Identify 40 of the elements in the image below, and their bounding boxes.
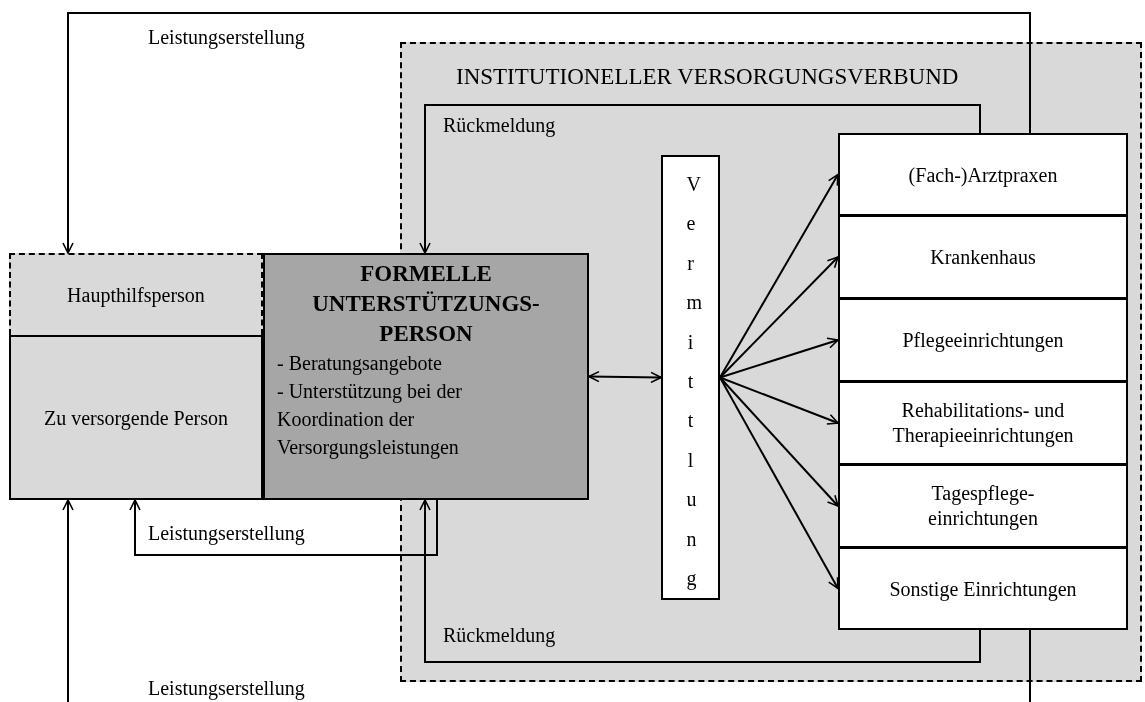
box-label: Pflegeeinrichtungen bbox=[902, 328, 1064, 354]
arrow bbox=[419, 104, 981, 254]
arrow bbox=[419, 499, 981, 663]
arrow bbox=[588, 370, 662, 384]
edge-label: Leistungserstellung bbox=[148, 676, 305, 702]
arrow bbox=[62, 12, 1031, 254]
bullet-text: - Beratungsangebote bbox=[277, 350, 443, 377]
edge-label: Leistungserstellung bbox=[148, 521, 305, 547]
edge-label: Rückmeldung bbox=[443, 623, 556, 649]
box-label: Rehabilitations- und Therapieeinrichtungen bbox=[891, 398, 1075, 448]
facility-box bbox=[838, 133, 1128, 216]
box-heading: FORMELLE UNTERSTÜTZUNGS-PERSON bbox=[311, 260, 541, 348]
region-title: INSTITUTIONELLER VERSORGUNGSVERBUND bbox=[456, 63, 959, 91]
bullet-text: - Unterstützung bei der Koordination der Versorgungsleistungen bbox=[277, 378, 463, 461]
arrow bbox=[719, 256, 839, 379]
arrow bbox=[62, 499, 1031, 702]
arrow bbox=[719, 376, 839, 507]
box-label: Haupthilfsperson bbox=[67, 283, 205, 309]
person-box bbox=[9, 335, 263, 500]
highlight-box bbox=[263, 253, 589, 500]
edge-label: Leistungserstellung bbox=[148, 25, 305, 51]
arrow bbox=[719, 337, 839, 379]
box-label: Krankenhaus bbox=[930, 245, 1036, 270]
dashed-box bbox=[9, 253, 263, 335]
facility-box bbox=[838, 381, 1128, 465]
facility-box bbox=[838, 298, 1128, 382]
arrow bbox=[129, 499, 438, 556]
facility-box bbox=[838, 464, 1128, 548]
edge-label: Rückmeldung bbox=[443, 113, 556, 139]
box-label: Zu versorgende Person bbox=[43, 405, 228, 432]
box-label: (Fach-)Arztpraxen bbox=[908, 162, 1058, 189]
facility-box bbox=[838, 547, 1128, 630]
arrow bbox=[719, 376, 839, 590]
vertical-label: Vermittlung bbox=[685, 172, 707, 592]
arrow bbox=[719, 173, 839, 379]
arrow bbox=[719, 376, 839, 425]
box-label: Tagespflege-einrichtungen bbox=[927, 481, 1039, 531]
box-label: Sonstige Einrichtungen bbox=[889, 576, 1077, 603]
vertical-box bbox=[661, 155, 720, 600]
facility-box bbox=[838, 215, 1128, 299]
